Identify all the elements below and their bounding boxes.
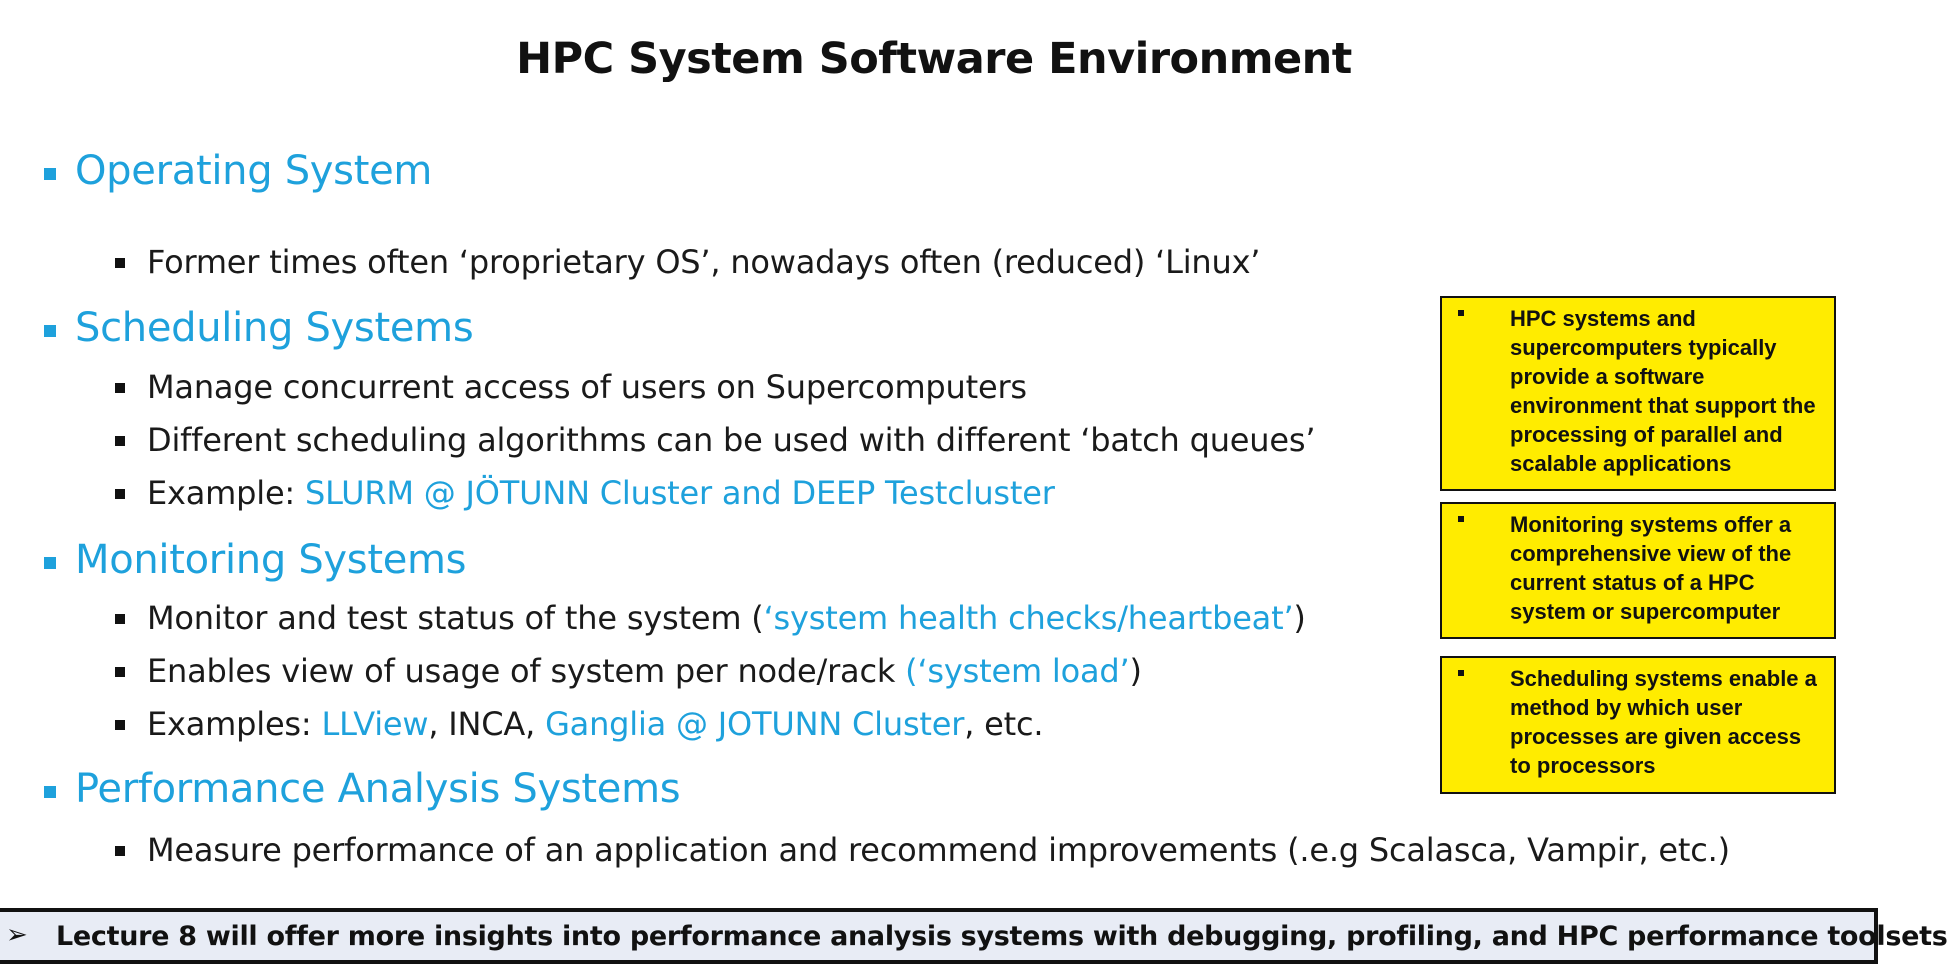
item-suffix: ) <box>1129 652 1142 690</box>
bullet-icon <box>115 614 125 624</box>
list-item-text: Different scheduling algorithms can be u… <box>147 421 1316 459</box>
system-load-link[interactable]: (‘system load’ <box>905 652 1130 690</box>
item-prefix: Enables view of usage of system per node… <box>147 652 906 690</box>
item-prefix: Example: <box>147 474 305 512</box>
bullet-icon <box>115 258 125 268</box>
slide-title: HPC System Software Environment <box>516 34 1352 84</box>
bullet-icon <box>1458 310 1464 316</box>
bullet-icon <box>1458 670 1464 676</box>
item-suffix: ) <box>1293 599 1306 637</box>
list-item-text: Former times often ‘proprietary OS’, now… <box>147 243 1261 281</box>
slide: HPC System Software Environment Operatin… <box>0 34 1948 964</box>
list-item-text: Monitor and test status of the system (‘… <box>147 599 1306 637</box>
item-prefix: Examples: <box>147 705 322 743</box>
list-item-text: Examples: LLView, INCA, Ganglia @ JOTUNN… <box>147 705 1044 743</box>
bullet-icon <box>115 436 125 446</box>
note-text: HPC systems and supercomputers typically… <box>1510 306 1816 476</box>
note-text: Monitoring systems offer a comprehensive… <box>1510 512 1792 624</box>
item-suffix: , etc. <box>964 705 1044 743</box>
slurm-link[interactable]: SLURM @ JÖTUNN Cluster and DEEP Testclus… <box>304 474 1055 512</box>
health-checks-link[interactable]: ‘system health checks/heartbeat’ <box>763 599 1294 637</box>
section-heading-text: Performance Analysis Systems <box>75 766 681 812</box>
list-item-text: Enables view of usage of system per node… <box>147 652 1142 690</box>
ganglia-link[interactable]: Ganglia @ JOTUNN Cluster <box>545 705 965 743</box>
bullet-icon <box>44 786 56 798</box>
bullet-icon <box>115 383 125 393</box>
bullet-icon <box>115 720 125 730</box>
llview-link[interactable]: LLView <box>321 705 429 743</box>
note-box-monitoring: Monitoring systems offer a comprehensive… <box>1440 502 1836 639</box>
note-box-software-environment: HPC systems and supercomputers typically… <box>1440 296 1836 491</box>
bullet-icon <box>115 489 125 499</box>
footer-text: Lecture 8 will offer more insights into … <box>56 921 1948 952</box>
bullet-icon <box>115 846 125 856</box>
bullet-icon <box>44 168 56 180</box>
footer-banner: ➢ Lecture 8 will offer more insights int… <box>0 908 1948 964</box>
list-item-text: Manage concurrent access of users on Sup… <box>147 368 1027 406</box>
note-text: Scheduling systems enable a method by wh… <box>1510 666 1817 778</box>
section-heading-text: Monitoring Systems <box>75 537 467 583</box>
item-prefix: Monitor and test status of the system ( <box>147 599 764 637</box>
bullet-icon <box>44 557 56 569</box>
note-box-scheduling: Scheduling systems enable a method by wh… <box>1440 656 1836 794</box>
section-heading-text: Operating System <box>75 148 433 194</box>
bullet-icon <box>115 667 125 677</box>
bullet-icon <box>1458 516 1464 522</box>
section-heading-text: Scheduling Systems <box>75 305 474 351</box>
bullet-icon <box>44 325 56 337</box>
arrow-bullet-icon: ➢ <box>6 920 28 950</box>
list-item-text: Example: SLURM @ JÖTUNN Cluster and DEEP… <box>147 474 1055 512</box>
list-item-text: Measure performance of an application an… <box>147 831 1730 869</box>
item-mid: , INCA, <box>428 705 546 743</box>
